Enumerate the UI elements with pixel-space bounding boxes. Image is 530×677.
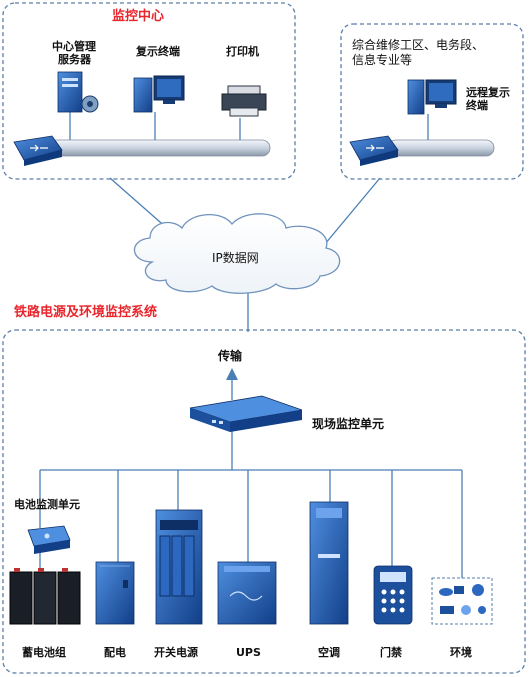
device-label-environment: 环境 bbox=[450, 646, 472, 659]
battery-monitor-label: 电池监测单元 bbox=[14, 498, 80, 511]
server-icon bbox=[57, 71, 99, 113]
remote-switch-icon bbox=[349, 135, 399, 166]
environment-icon bbox=[431, 577, 493, 625]
device-label-switching-power: 开关电源 bbox=[154, 646, 198, 659]
remote-bus bbox=[387, 139, 495, 157]
device-label-access-control: 门禁 bbox=[380, 646, 402, 659]
distribution-icon bbox=[95, 561, 135, 625]
switching-power-icon bbox=[155, 509, 203, 625]
battery-monitor-icon bbox=[27, 525, 71, 554]
access-control-icon bbox=[373, 565, 413, 625]
server-label-line2: 服务器 bbox=[58, 53, 91, 66]
printer-icon bbox=[221, 85, 267, 117]
remote-terminal-label-line1: 远程复示 bbox=[466, 86, 510, 99]
remote-terminal-label-line2: 终端 bbox=[466, 99, 488, 112]
system-title: 铁路电源及环境监控系统 bbox=[14, 305, 158, 320]
device-label-air-conditioner: 空调 bbox=[318, 646, 340, 659]
terminal-icon bbox=[133, 75, 185, 113]
remote-title-line1: 综合维修工区、电务段、 bbox=[352, 38, 485, 52]
battery-group-icon bbox=[9, 568, 81, 625]
server-label-line1: 中心管理 bbox=[52, 40, 96, 53]
remote-terminal-icon bbox=[407, 79, 457, 115]
device-label-distribution: 配电 bbox=[104, 646, 126, 659]
center-bus bbox=[47, 139, 271, 157]
network-label: IP数据网 bbox=[212, 251, 259, 265]
printer-label: 打印机 bbox=[226, 45, 259, 58]
center-switch-icon bbox=[13, 135, 63, 166]
site-unit-icon bbox=[189, 395, 303, 432]
cloud-icon bbox=[133, 213, 341, 294]
device-label-ups: UPS bbox=[236, 646, 261, 659]
remote-title-line2: 信息专业等 bbox=[352, 53, 413, 67]
device-label-battery: 蓄电池组 bbox=[22, 646, 66, 659]
air-conditioner-icon bbox=[309, 501, 349, 625]
terminal-label: 复示终端 bbox=[136, 45, 180, 58]
remote-frame bbox=[340, 23, 524, 180]
ups-icon bbox=[217, 561, 277, 625]
system-frame bbox=[2, 329, 526, 674]
center-title: 监控中心 bbox=[112, 9, 165, 24]
transmission-label: 传输 bbox=[218, 349, 243, 363]
center-frame bbox=[2, 2, 296, 180]
site-unit-label: 现场监控单元 bbox=[312, 417, 385, 431]
